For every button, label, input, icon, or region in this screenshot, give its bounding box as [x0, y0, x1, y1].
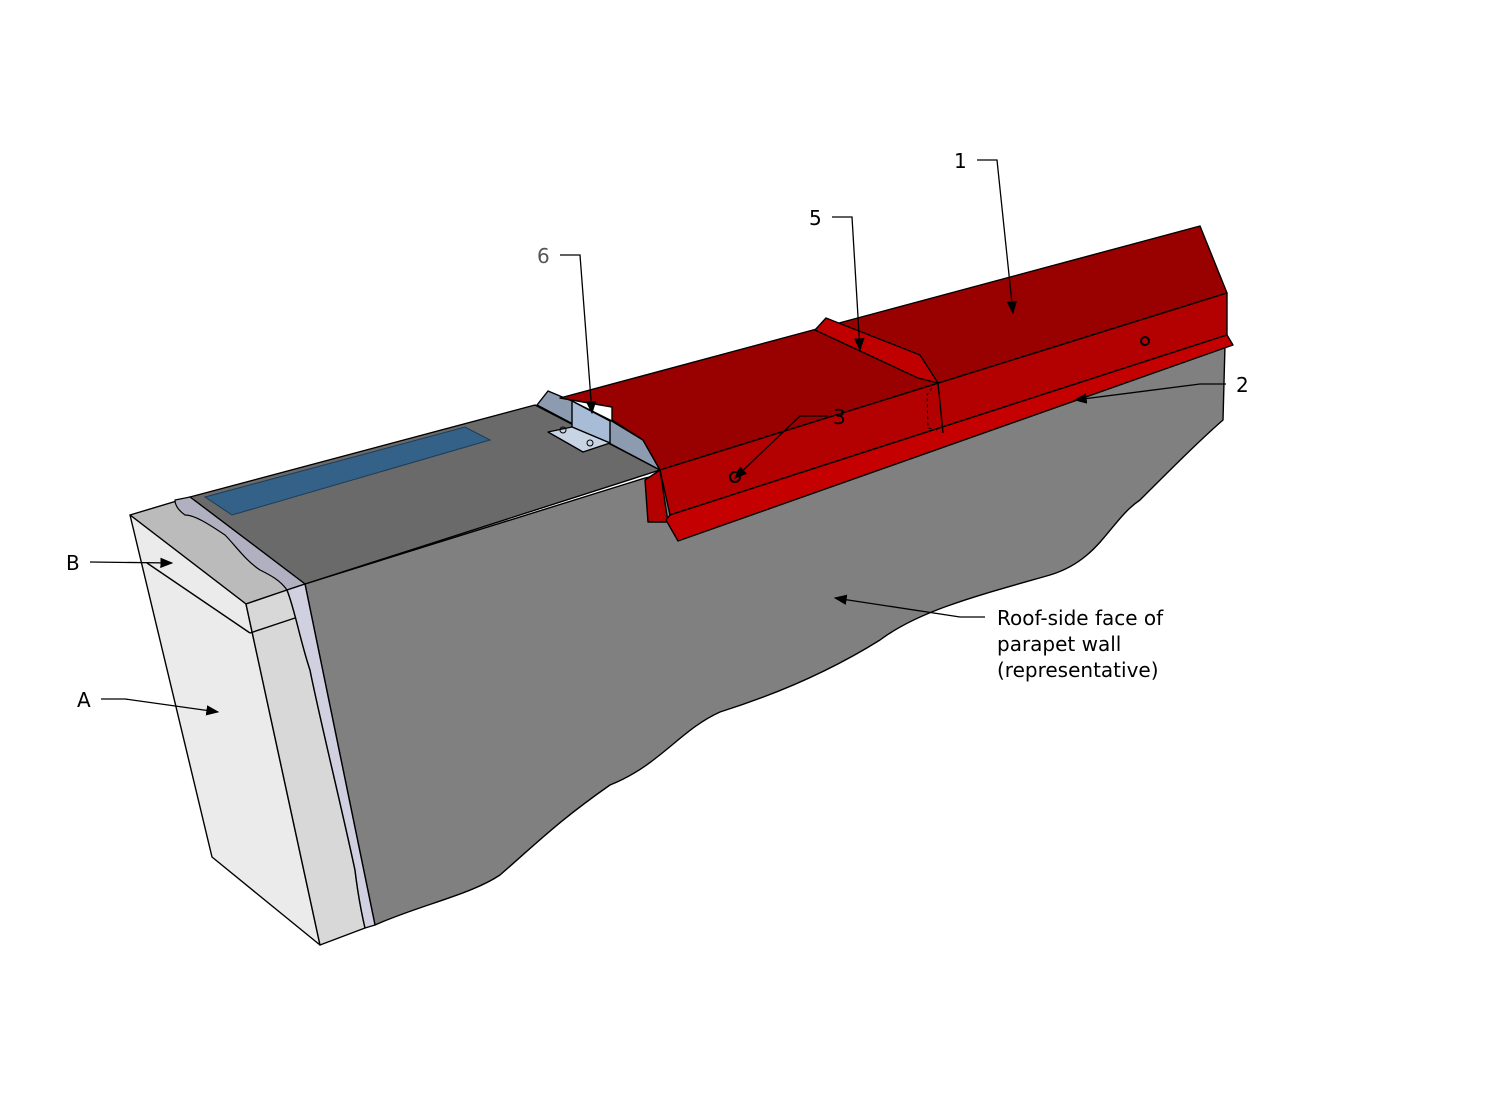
leader-2 — [1073, 383, 1226, 404]
leader-roof-face — [833, 594, 985, 618]
leader-b — [89, 557, 174, 569]
roof-face-label-line3: (representative) — [997, 658, 1159, 682]
leader-1 — [977, 159, 1017, 315]
leader-3 — [734, 415, 828, 479]
screw-icon — [559, 426, 567, 434]
label-6: 6 — [537, 244, 550, 268]
side-line — [249, 616, 299, 634]
wall-roof-face — [304, 344, 1226, 926]
label-3: 3 — [833, 405, 846, 429]
roof-face-label-line1: Roof-side face of — [997, 606, 1164, 630]
label-a: A — [77, 688, 91, 712]
seam-cover — [814, 317, 939, 384]
cap-line — [146, 562, 251, 634]
lavender-side — [286, 583, 376, 929]
roof-face-label-line2: parapet wall — [997, 632, 1121, 656]
leader-a — [101, 698, 220, 716]
hidden-seam-line — [926, 387, 939, 431]
membrane-strip — [203, 426, 492, 516]
leader-6 — [560, 254, 597, 415]
coping-flange — [665, 334, 1234, 542]
fastener-icon — [1140, 336, 1150, 346]
label-5: 5 — [809, 206, 822, 230]
label-b: B — [66, 551, 80, 575]
screw-icon — [586, 439, 594, 447]
lavender-top — [174, 496, 307, 591]
leader-5 — [832, 216, 865, 352]
label-1: 1 — [954, 149, 967, 173]
seam-line — [937, 382, 944, 434]
label-2: 2 — [1236, 373, 1249, 397]
